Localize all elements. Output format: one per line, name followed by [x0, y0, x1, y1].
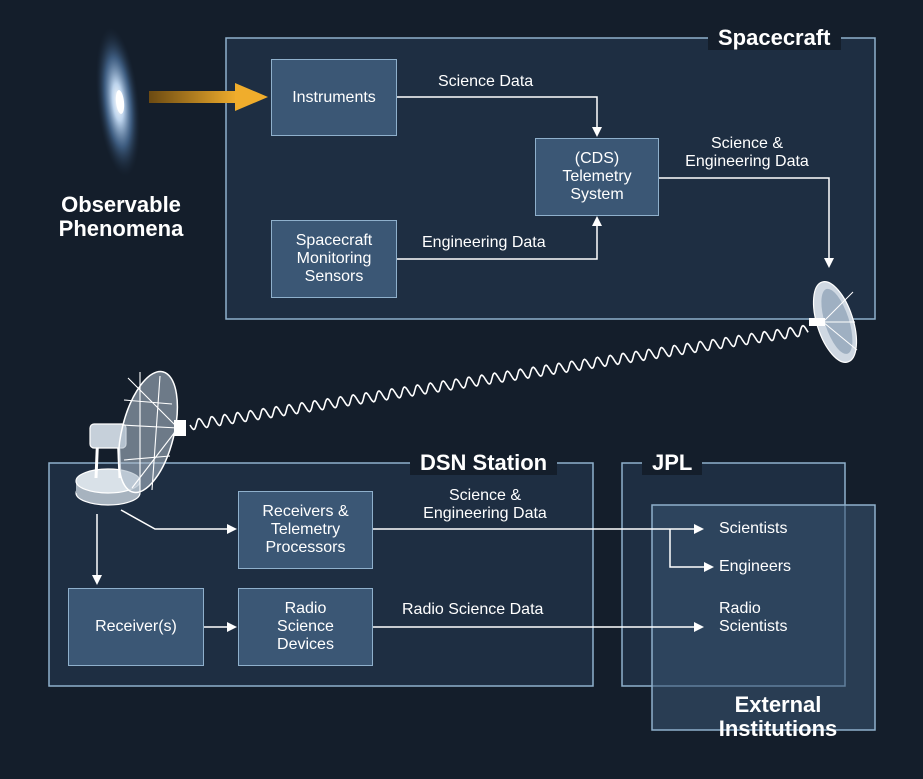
engineers-label: Engineers: [719, 558, 792, 575]
science-data-arrow: [397, 96, 602, 137]
instruments-box: Instruments: [271, 59, 397, 136]
dsn-dish-icon: [75, 370, 186, 506]
radio-wave-icon: [189, 324, 809, 431]
ground-sci-eng-label: Science & Engineering Data: [423, 487, 547, 522]
receivers-telemetry-processors-box: Receivers & Telemetry Processors: [238, 491, 373, 569]
dish-to-processors-arrow: [120, 509, 237, 534]
radio-science-devices-box: Radio Science Devices: [238, 588, 373, 666]
scientists-label: Scientists: [719, 520, 788, 537]
engineering-data-label: Engineering Data: [422, 234, 546, 251]
downlink-arrow: [658, 177, 834, 268]
sci-eng-to-engineers-arrow: [669, 529, 714, 572]
external-institutions-region: [651, 504, 876, 731]
engineering-data-arrow: [397, 216, 602, 260]
jpl-title: JPL: [642, 450, 703, 475]
science-data-label: Science Data: [438, 73, 534, 90]
radio-scientists-label: Radio Scientists: [719, 600, 788, 635]
observable-phenomena-label: Observable Phenomena: [58, 192, 184, 241]
spacecraft-sci-eng-label: Science & Engineering Data: [685, 135, 809, 170]
spacecraft-monitoring-sensors-box: Spacecraft Monitoring Sensors: [271, 220, 397, 298]
dsn-station-title: DSN Station: [410, 450, 558, 475]
radio-science-data-label: Radio Science Data: [402, 601, 544, 618]
input-arrow-icon: [149, 83, 268, 111]
external-institutions-title: External Institutions: [718, 692, 838, 741]
receivers-box: Receiver(s): [68, 588, 204, 666]
telemetry-system-box: (CDS) Telemetry System: [535, 138, 659, 216]
galaxy-icon: [95, 27, 141, 177]
spacecraft-antenna-icon: [809, 281, 858, 363]
spacecraft-title: Spacecraft: [708, 25, 841, 50]
